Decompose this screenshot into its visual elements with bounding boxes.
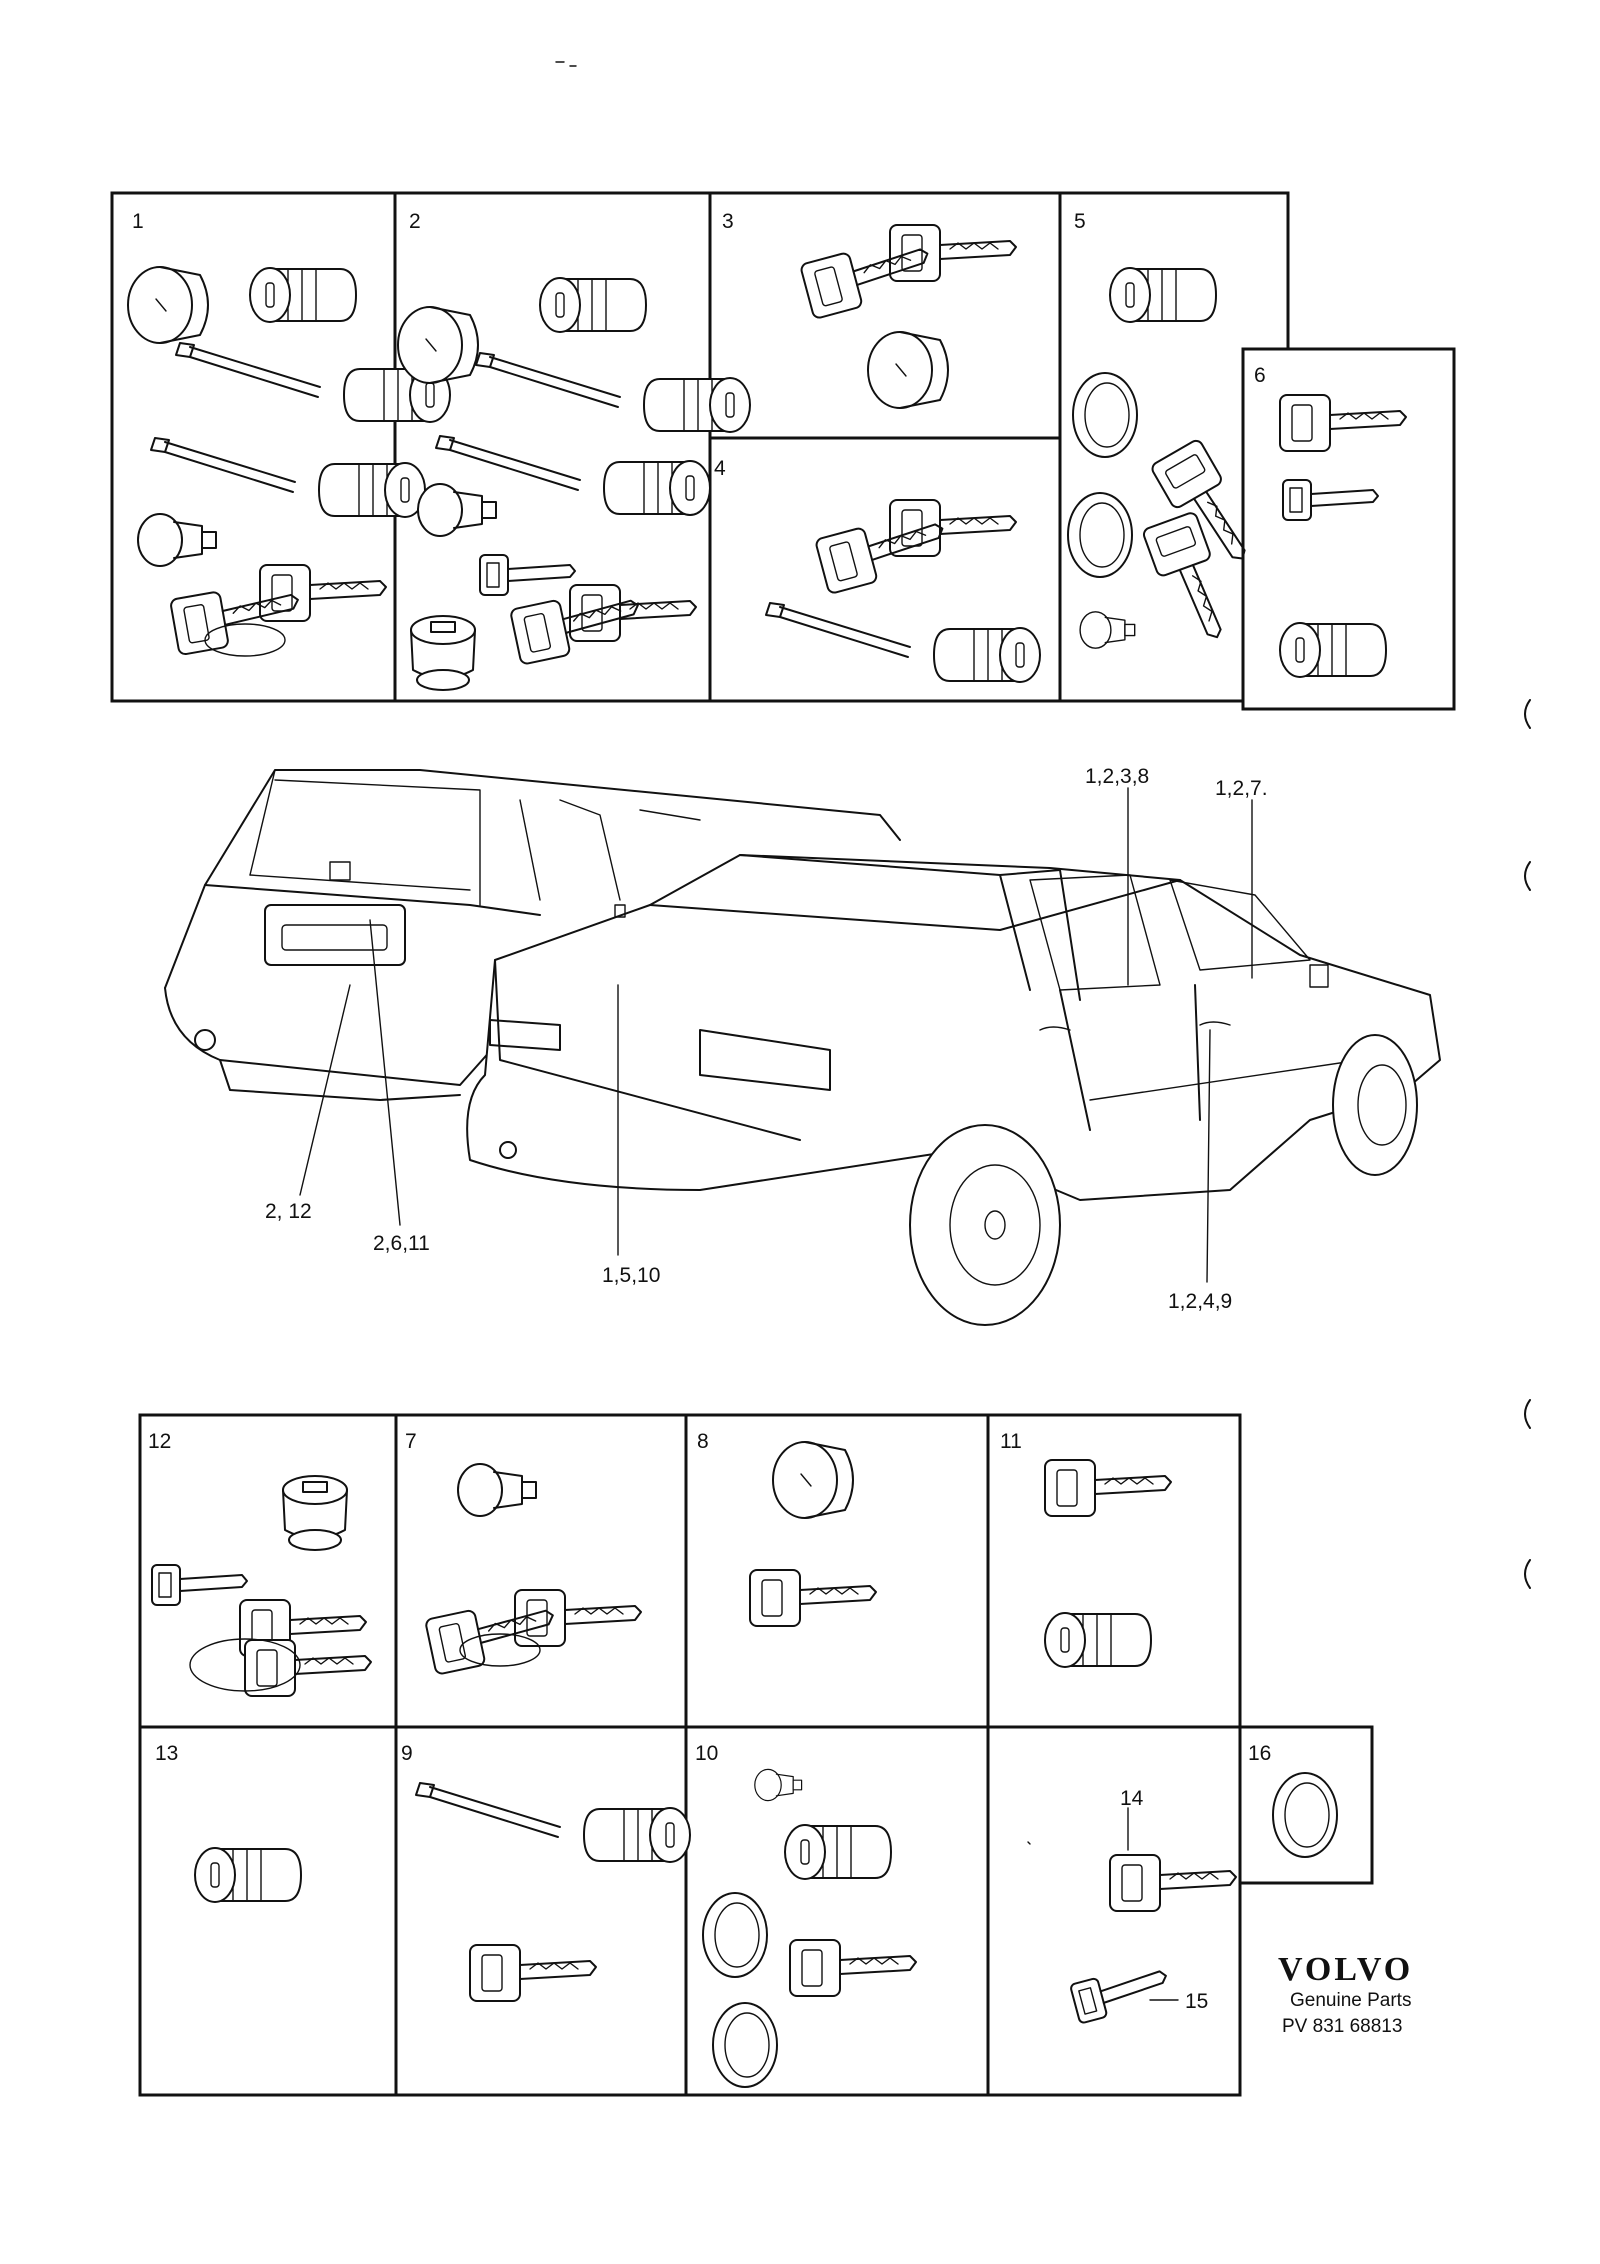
- panel-number-4: 4: [714, 457, 726, 480]
- callout-1-2-3-8: 1,2,3,8: [1085, 765, 1149, 788]
- panel-number-1: 1: [132, 210, 144, 233]
- footer-brand: VOLVO Genuine Parts PV 831 68813: [1278, 1951, 1413, 2037]
- part-number: PV 831 68813: [1282, 2016, 1402, 2037]
- panel-13-parts: [194, 1847, 302, 1903]
- callout-1-2-7: 1,2,7.: [1215, 777, 1268, 800]
- panel-number-8: 8: [697, 1430, 709, 1453]
- panel-8-parts: [749, 1441, 877, 1627]
- estate-car: [164, 769, 901, 1101]
- panel-9-parts: [416, 1783, 690, 2002]
- panel-number-12: 12: [148, 1430, 171, 1453]
- bottom-parts-grid: [138, 1413, 1374, 2097]
- callout-1-2-4-9: 1,2,4,9: [1168, 1290, 1232, 1313]
- panel-1-parts: [127, 266, 450, 657]
- callout-2-6-11: 2,6,11: [373, 1232, 430, 1255]
- panel-11-parts: [1044, 1459, 1172, 1668]
- panel-number-13: 13: [155, 1742, 178, 1765]
- panel-number-5: 5: [1074, 210, 1086, 233]
- panel-number-11: 11: [1000, 1430, 1022, 1453]
- rear-wheel: [909, 1124, 1061, 1326]
- panel-2-parts: [397, 277, 750, 691]
- callout-1-5-10: 1,5,10: [602, 1264, 660, 1287]
- panel-number-10: 10: [695, 1742, 718, 1765]
- panel-10-parts: [702, 1768, 917, 2088]
- callout-14: 14: [1120, 1787, 1144, 1810]
- sedan-car: [466, 854, 1441, 1326]
- genuine-parts-text: Genuine Parts: [1290, 1990, 1411, 2011]
- panel-number-16: 16: [1248, 1742, 1271, 1765]
- callout-15: 15: [1185, 1990, 1208, 2013]
- front-wheel: [1332, 1034, 1418, 1176]
- panel-7-parts: [424, 1463, 642, 1676]
- panel-number-2: 2: [409, 210, 421, 233]
- panel-3-parts: [799, 224, 1017, 409]
- panel-number-3: 3: [722, 210, 734, 233]
- panel-16-parts: [1272, 1772, 1338, 1858]
- panel-number-6: 6: [1254, 364, 1266, 387]
- panel-number-9: 9: [401, 1742, 413, 1765]
- callout-2-12: 2, 12: [265, 1200, 312, 1223]
- panel-5-parts: [1067, 267, 1263, 650]
- panel-number-7: 7: [405, 1430, 417, 1453]
- margin-marks: [555, 61, 1531, 1589]
- car-illustration: [164, 769, 1441, 1326]
- panel-12-parts: [151, 1475, 372, 1697]
- panel-14-15-parts: [1027, 1807, 1237, 2025]
- volvo-logo-text: VOLVO: [1278, 1951, 1413, 1988]
- panel-4-parts: [766, 499, 1040, 682]
